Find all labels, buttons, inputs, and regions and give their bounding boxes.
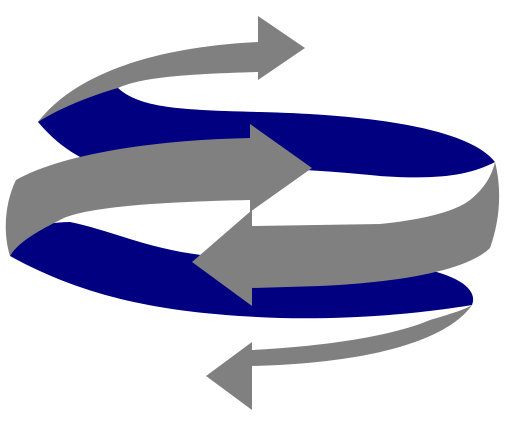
gray-arrow-middle bbox=[5, 124, 312, 256]
gray-arrow-bottom bbox=[206, 305, 472, 410]
gray-arrow-lower-middle bbox=[192, 210, 490, 306]
gray-arrow-top bbox=[38, 16, 305, 122]
